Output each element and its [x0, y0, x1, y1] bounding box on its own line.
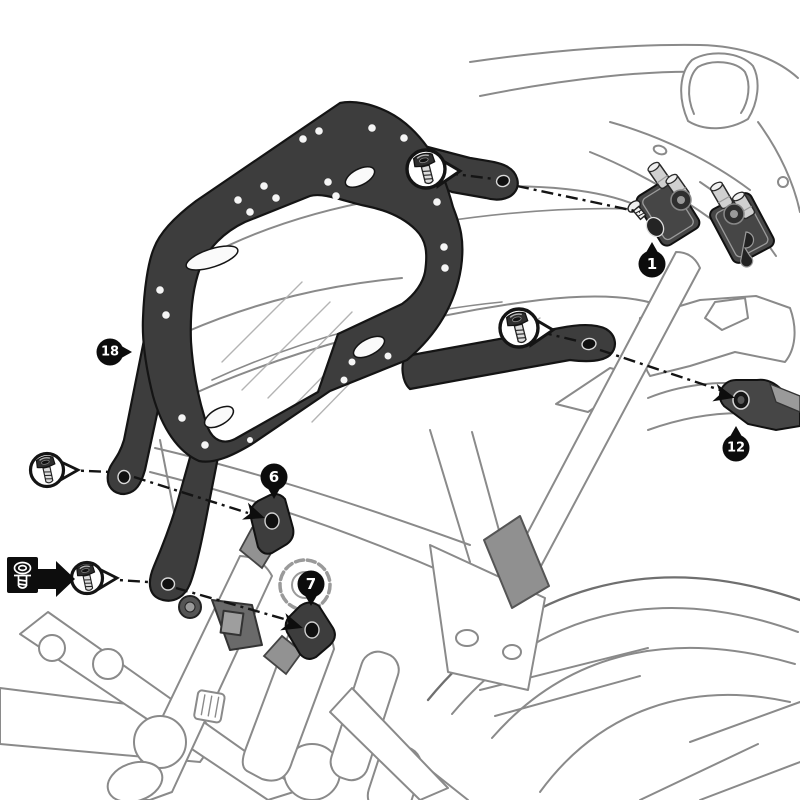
pan-head-screw-icon: [13, 561, 32, 589]
callout-label-6: 6: [269, 468, 279, 486]
screw-legend: [7, 557, 75, 597]
carrier-top-tab-hole: [495, 174, 511, 188]
screw-magnifiers: [28, 148, 556, 596]
keyhole-slot: [740, 231, 755, 268]
direction-arrows: [242, 383, 735, 631]
rear-bracket-left: [627, 159, 701, 247]
screw-magnifier-top: [405, 148, 463, 190]
callout-label-12: 12: [727, 441, 745, 456]
carrier-bar-hole: [581, 337, 597, 351]
callout-badge-6: 6: [260, 463, 288, 499]
bracket-screw-icon: [627, 200, 647, 221]
frame-footpeg-cluster: [0, 515, 550, 800]
rear-bracket-right: [708, 179, 775, 268]
screw-magnifier-bar: [498, 307, 556, 349]
callout-label-7: 7: [306, 575, 316, 593]
callout-badge-18: 18: [96, 338, 132, 366]
arrow-into-6: [242, 502, 265, 520]
carrier-lower-bar: [401, 324, 616, 391]
callout-badge-7: 7: [297, 570, 325, 606]
callout-badge-1: 1: [638, 242, 666, 278]
arrow-into-7: [280, 613, 303, 631]
carrier-holes: [156, 124, 449, 449]
callout-badges: 1 6 7 12 18: [96, 242, 750, 606]
front-adapter-6: [238, 493, 295, 570]
callout-badge-12: 12: [722, 426, 750, 462]
right-arrow-icon: [38, 561, 75, 597]
callout-label-18: 18: [101, 345, 119, 360]
lower-rear-bracket-12: [718, 378, 800, 432]
carrier-slots: [185, 165, 386, 429]
carrier-lower-tab-hole: [160, 577, 176, 591]
carrier-front-tab-hole: [117, 469, 131, 485]
screw-magnifier-front: [28, 451, 82, 489]
carrier-lower-strut: [148, 434, 221, 602]
callout-label-1: 1: [647, 255, 657, 273]
carrier-plate: [141, 100, 464, 463]
side-carrier-assembly: [106, 100, 616, 602]
arrow-into-12: [712, 383, 735, 402]
screw-magnifier-lower: [69, 560, 120, 596]
subframe: [149, 251, 796, 691]
lower-adapter-7: [262, 601, 336, 676]
